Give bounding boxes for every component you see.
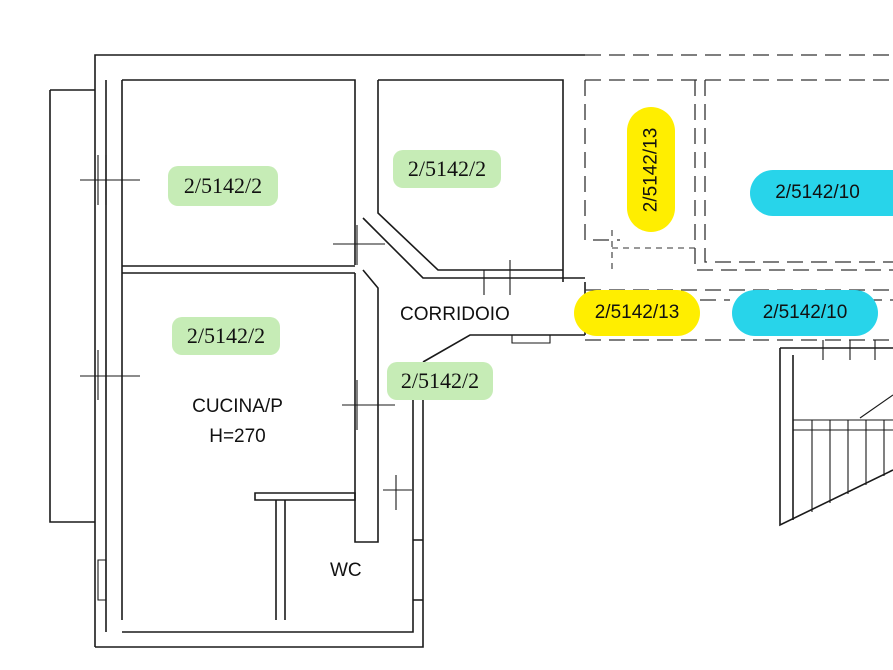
- room-top-left-walls: [121, 79, 385, 620]
- left-windows: [80, 155, 140, 601]
- room-label-cucina: CUCINA/P H=270: [175, 392, 300, 452]
- parcel-tag-cyan-lower: 2/5142/10: [732, 290, 878, 336]
- parcel-label: 2/5142/2: [400, 368, 480, 393]
- parcel-label: 2/5142/2: [186, 323, 266, 348]
- room-top-mid-walls: [362, 79, 585, 295]
- cucina-wc-walls: [254, 492, 423, 620]
- dashed-areas: [584, 54, 893, 341]
- parcel-label: 2/5142/2: [407, 156, 487, 181]
- parcel-label: 2/5142/10: [775, 182, 860, 203]
- parcel-tag-green-top-left: 2/5142/2: [168, 166, 278, 206]
- parcel-tag-yellow-vertical: 2/5142/13: [627, 107, 675, 232]
- parcel-label: 2/5142/13: [640, 127, 661, 212]
- parcel-label: 2/5142/13: [594, 302, 680, 323]
- room-label-corridoio: CORRIDOIO: [400, 304, 510, 325]
- parcel-tag-green-corridor: 2/5142/2: [387, 362, 493, 400]
- room-name: CUCINA/P: [192, 396, 283, 417]
- room-label-wc: WC: [330, 560, 362, 581]
- outer-walls: [49, 54, 585, 648]
- room-height: H=270: [209, 426, 266, 447]
- corridor-walls: [122, 269, 586, 633]
- parcel-tag-yellow-corridor: 2/5142/13: [574, 290, 700, 336]
- parcel-tag-green-top-mid: 2/5142/2: [393, 150, 501, 188]
- parcel-label: 2/5142/10: [762, 302, 848, 323]
- parcel-tag-cyan-upper: 2/5142/10: [750, 170, 893, 216]
- parcel-label: 2/5142/2: [183, 173, 263, 198]
- parcel-tag-green-cucina: 2/5142/2: [172, 317, 280, 355]
- stairs: [779, 340, 893, 527]
